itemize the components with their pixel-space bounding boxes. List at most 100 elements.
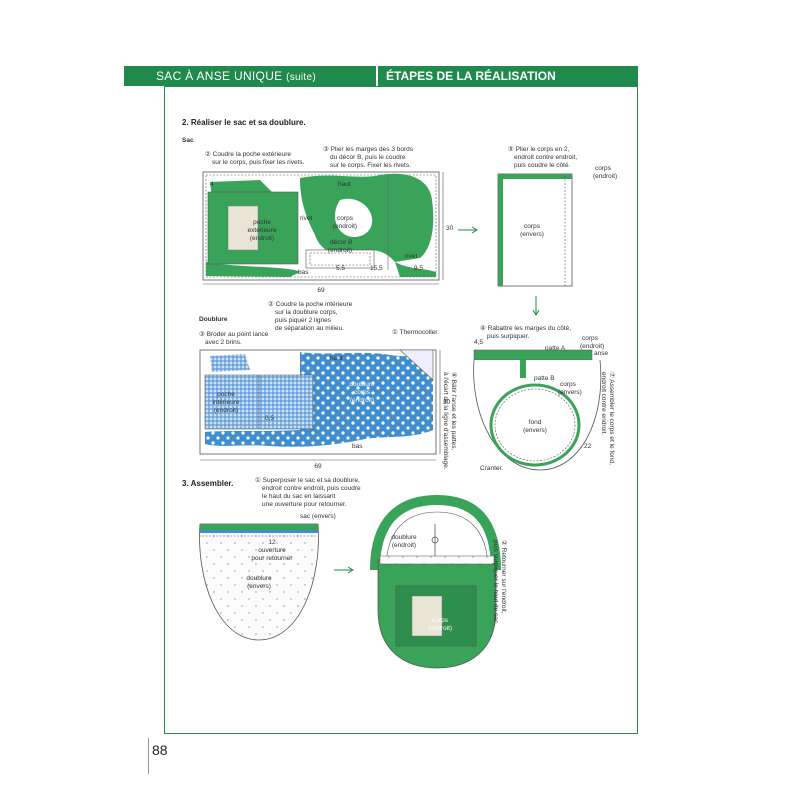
ouverture-line1: ouverture <box>258 547 286 554</box>
anse-step7-line2: endroit contre endroit. <box>600 372 607 435</box>
s3-step1-line3: le haut du sac en laissant <box>262 493 336 500</box>
dim-30-doublure: 30 <box>443 399 451 406</box>
poche-ext-line1: poche <box>253 219 271 226</box>
ouverture-line2: pour retourner <box>251 555 293 562</box>
poche-int-line3: (endroit) <box>214 407 238 414</box>
doublure-label: Doublure <box>199 316 228 323</box>
anse-corps-envers-line2: (envers) <box>558 389 582 396</box>
s3-step2-line2: puis surpiquer le haut du sac. <box>492 540 499 625</box>
cranter-label: Cranter. <box>480 465 503 472</box>
sac-step3-line2: du décor B, puis le coudre <box>330 154 406 161</box>
chapter-header: SAC À ANSE UNIQUE (suite) <box>124 66 376 86</box>
doublure-step2-line4: de séparation au milieu. <box>275 325 344 332</box>
doublure-step2-line2: sur la doublure corps, <box>275 309 338 316</box>
section3-title: 3. Assembler. <box>182 479 233 488</box>
corps-endroit-line1: corps <box>337 215 354 222</box>
anse-corps-endroit-line2: (endroit) <box>580 343 604 350</box>
doublure-step3-line1: ③ Broder au point lancé <box>199 330 269 338</box>
sac-step5-line1: ⑤ Plier le corps en 2, <box>508 145 570 153</box>
doublure-endroit-line1: doublure <box>391 534 417 541</box>
dim-9-5: 9,5 <box>414 265 423 272</box>
doublure-corps-line3: (endroit) <box>350 397 374 404</box>
dim-30-sac: 30 <box>446 225 454 232</box>
section-header: ÉTAPES DE LA RÉALISATION <box>378 66 638 86</box>
rivet-label-2: rivet <box>405 253 417 260</box>
patte-b-label: patte B <box>534 375 555 382</box>
fond-line2: (envers) <box>523 427 547 434</box>
sac-bas-label: bas <box>298 269 309 276</box>
anse-step6-line1: ⑥ Bâtir l'anse et les pattes, <box>450 372 458 450</box>
section2-title: 2. Réaliser le sac et sa doublure. <box>182 118 306 127</box>
s3-step1-line4: une ouverture pour retourner. <box>262 501 347 508</box>
finished-corps-line2: (endroit) <box>428 625 452 632</box>
anse-step7-vertical: ⑦ Assembler le corps et le fond, endroit… <box>600 372 616 465</box>
s3-step2-line1: ② Retourner sur l'endroit, <box>500 540 508 614</box>
s3-step1-line1: ① Superposer le sac et sa doublure, <box>255 476 360 484</box>
doublure-envers-line1: doublure <box>246 575 272 582</box>
doublure-corps-line2: corps <box>354 389 371 396</box>
dim-4-5: 4,5 <box>474 339 483 346</box>
folded-sac <box>497 173 573 287</box>
folded-corps-line2: (envers) <box>520 231 544 238</box>
page-rule <box>148 738 149 774</box>
poche-ext-line3: (endroit) <box>250 235 274 242</box>
corps-endroit-line2: (endroit) <box>333 223 357 230</box>
dim-12: 12 <box>268 539 276 546</box>
poche-int-line2: intérieure <box>212 399 239 406</box>
sac-haut-label: haut <box>338 181 351 188</box>
poche-ext-line2: extérieure <box>248 227 277 234</box>
sac-step5-line3: puis coudre le côté. <box>514 162 571 169</box>
rivet-label-1: rivet <box>300 215 312 222</box>
doublure-endroit-line2: (endroit) <box>392 542 416 549</box>
doublure-step3-line2: avec 2 brins. <box>205 339 242 346</box>
chapter-title: SAC À ANSE UNIQUE <box>156 69 283 83</box>
anse-label: anse <box>594 350 608 357</box>
page-number: 88 <box>152 742 168 758</box>
decor-b-line1: décor B <box>330 239 352 246</box>
doublure-envers-line2: (envers) <box>247 583 271 590</box>
content-frame <box>164 86 638 734</box>
sac-step2-line1: ② Coudre la poche extérieure <box>205 150 291 158</box>
finished-corps-line1: corps <box>432 617 449 624</box>
fond-line1: fond <box>529 419 542 426</box>
doublure-step1: ① Thermocoller. <box>392 328 439 336</box>
dim-69-sac: 69 <box>317 287 325 294</box>
dim-5-5: 5,5 <box>336 265 345 272</box>
folded-corps-line1: corps <box>524 223 541 230</box>
s3-step1-line2: endroit contre endroit, puis coudre <box>262 485 361 492</box>
sac-envers-label: sac (envers) <box>300 513 336 520</box>
finished-bag <box>370 494 501 669</box>
decor-b-line2: (endroit) <box>328 247 352 254</box>
anse-step4-line1: ④ Rabattre les marges du côté, <box>480 324 571 332</box>
sac-step2-line2: sur le corps, puis fixer les rivets. <box>212 159 305 166</box>
anse-step6-line2: à l'écart de la ligne d'assemblage. <box>442 372 449 470</box>
dim-69-doublure: 69 <box>314 463 322 470</box>
right-corps-line1: corps <box>595 165 612 172</box>
anse-step4-line2: puis surpiquer. <box>487 333 529 340</box>
doublure-panel <box>199 349 437 455</box>
chapter-suite: (suite) <box>286 72 316 83</box>
dim-4: 4 <box>210 181 214 188</box>
poche-int-line1: poche <box>217 391 235 398</box>
anse-corps-envers-line1: corps <box>560 381 577 388</box>
doublure-step2-line3: puis piquer 2 lignes <box>275 317 332 324</box>
right-corps-line2: (endroit) <box>593 173 617 180</box>
sac-step3-line3: sur le corps. Fixer les rivets. <box>330 162 411 169</box>
assembled-inside-out <box>199 523 319 641</box>
anse-corps-endroit-line1: corps <box>582 335 599 342</box>
dim-0-5: 0,5 <box>265 415 274 422</box>
sac-label: Sac <box>182 137 194 144</box>
doublure-haut: haut <box>330 355 343 362</box>
sac-panel <box>202 171 440 281</box>
sac-step3-line1: ③ Plier les marges des 3 bords <box>323 145 414 153</box>
dim-22: 22 <box>584 443 592 450</box>
doublure-bas: bas <box>352 443 363 450</box>
anse-step6-vertical: ⑥ Bâtir l'anse et les pattes, à l'écart … <box>442 372 458 470</box>
patte-a-label: patte A <box>545 345 566 352</box>
dim-15-5: 15,5 <box>370 265 383 272</box>
sac-step5-line2: endroit contre endroit, <box>514 154 577 161</box>
fond-assembly <box>473 349 602 471</box>
s3-step2-vertical: ② Retourner sur l'endroit, puis surpique… <box>492 540 508 625</box>
doublure-corps-line1: doublure <box>349 381 375 388</box>
